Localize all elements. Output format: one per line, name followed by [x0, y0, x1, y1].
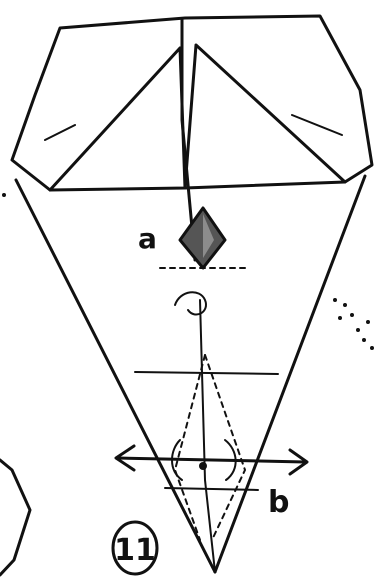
step-number: 11	[114, 533, 156, 568]
diamond-marker-a	[180, 208, 225, 268]
curl-mark	[175, 292, 206, 314]
right-flap-tick	[292, 115, 342, 135]
left-edge-partial-shape	[0, 460, 30, 575]
label-point-b: b	[268, 485, 289, 520]
right-dotted-scribble	[333, 298, 374, 350]
right-inner-triangle	[185, 45, 345, 188]
crease-line-upper	[135, 372, 278, 374]
left-inner-triangle	[50, 48, 185, 190]
left-edge-dot	[2, 193, 6, 197]
center-line-lower	[200, 300, 215, 572]
horizontal-double-arrow	[118, 458, 305, 462]
crease-line-lower	[165, 488, 258, 490]
label-point-a: a	[138, 222, 157, 255]
point-b-dot	[199, 462, 207, 470]
left-flap-tick	[45, 125, 75, 140]
dashed-fold-left	[175, 355, 205, 540]
